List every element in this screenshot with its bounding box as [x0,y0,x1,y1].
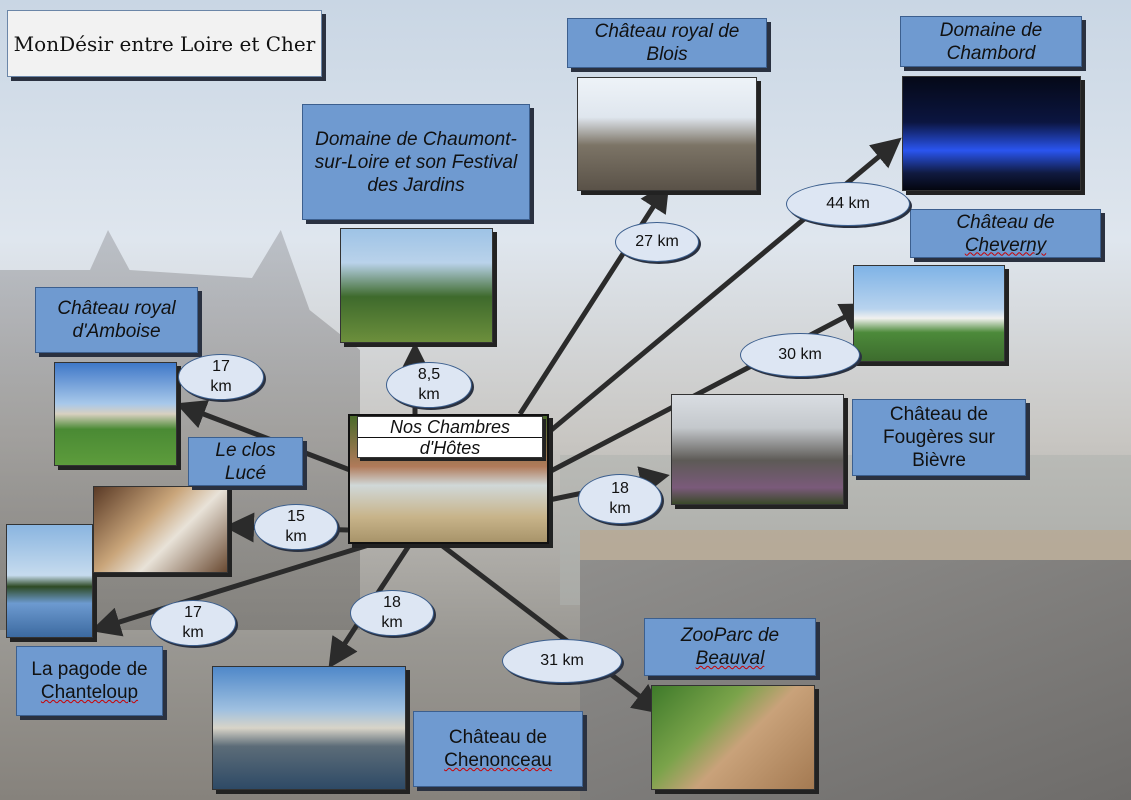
amboise-label: Château royal d'Amboise [35,287,198,353]
chambord-label: Domaine de Chambord [900,16,1082,67]
distance-fougeres: 18 km [578,474,662,524]
chenonceau-photo [212,666,406,790]
distance-chaumont: 8,5 km [386,362,472,408]
zooparc-label-b: Beauval [695,648,765,669]
cheverny-label-b: Cheverny [964,234,1047,256]
cheverny-label-a: Château de [956,211,1055,233]
chaumont-label: Domaine de Chaumont-sur-Loire et son Fes… [302,104,530,220]
chambord-photo [902,76,1081,191]
pagode-label-b: Chanteloup [40,682,139,703]
chaumont-photo [340,228,493,343]
center-line2: d'Hôtes [419,438,481,458]
closluce-label: Le clos Lucé [188,437,303,486]
amboise-photo [54,362,177,466]
distance-chenonceau: 18 km [350,590,434,636]
fougeres-photo [671,394,844,505]
zooparc-label-a: ZooParc de [680,625,780,646]
closluce-photo [93,486,228,573]
distance-pagode: 17 km [150,600,236,646]
background-bridge [580,530,1131,560]
cheverny-photo [853,265,1005,362]
arrow-pagode [90,541,373,637]
distance-closluce: 15 km [254,504,338,550]
pagode-label-a: La pagode de [31,659,148,680]
distance-zooparc: 31 km [502,639,622,683]
distance-amboise: 17 km [178,354,264,400]
fougeres-label: Château de Fougères sur Bièvre [852,399,1026,476]
chambres-hotes-label: Nos Chambres d'Hôtes [357,416,543,458]
distance-chambord: 44 km [786,182,910,226]
pagode-photo [6,524,93,638]
page-title: MonDésir entre Loire et Cher [7,10,322,77]
arrow-zooparc [438,542,663,715]
center-line1: Nos Chambres [358,417,542,438]
distance-cheverny: 30 km [740,333,860,377]
zooparc-photo [651,685,815,790]
chenonceau-label-a: Château de [448,727,548,748]
blois-photo [577,77,757,191]
distance-blois: 27 km [615,222,699,262]
chenonceau-label-b: Chenonceau [444,750,552,771]
blois-label: Château royal de Blois [567,18,767,68]
